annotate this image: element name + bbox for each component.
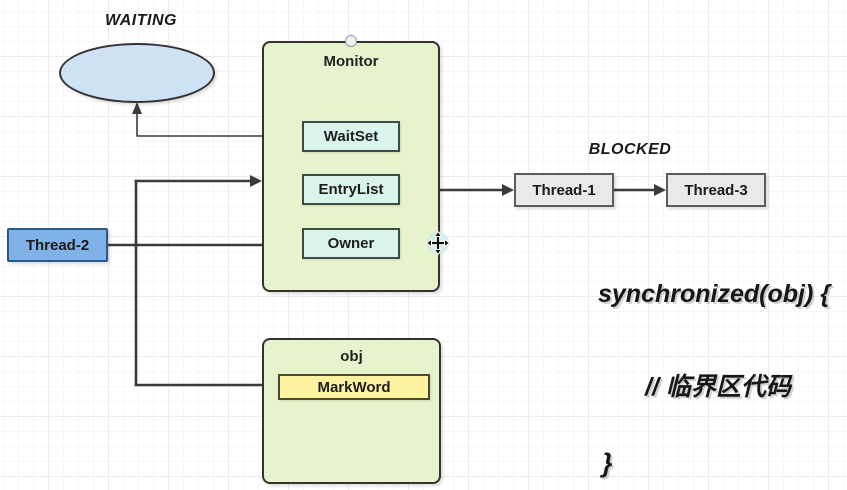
move-cursor-icon [425,230,451,256]
obj-title: obj [340,348,363,365]
monitor-title: Monitor [323,53,379,70]
blocked-state-label: BLOCKED [588,141,672,158]
obj-box[interactable]: obj MarkWord [262,338,441,484]
thread-3-box[interactable]: Thread-3 [666,173,766,207]
thread-1-box[interactable]: Thread-1 [514,173,614,207]
monitor-box[interactable]: Monitor WaitSet EntryList Owner [262,41,440,292]
arrowhead-entrylist [250,175,262,187]
code-line-closing-brace: } [602,448,613,478]
entrylist-box[interactable]: EntryList [302,174,400,205]
waiting-ellipse[interactable] [59,43,215,103]
thread-2-box[interactable]: Thread-2 [7,228,108,262]
connection-point-handle[interactable] [345,35,357,47]
arrowhead-thread1 [502,184,514,196]
waitset-box[interactable]: WaitSet [302,121,400,152]
markword-box[interactable]: MarkWord [278,374,430,400]
code-line-critical-section: // 临界区代码 [645,373,791,401]
arrowhead-thread3 [654,184,666,196]
waiting-state-label: WAITING [105,12,177,29]
code-line-synchronized: synchronized(obj) { [598,280,830,308]
owner-box[interactable]: Owner [302,228,400,259]
arrowhead-waiting [132,102,142,114]
